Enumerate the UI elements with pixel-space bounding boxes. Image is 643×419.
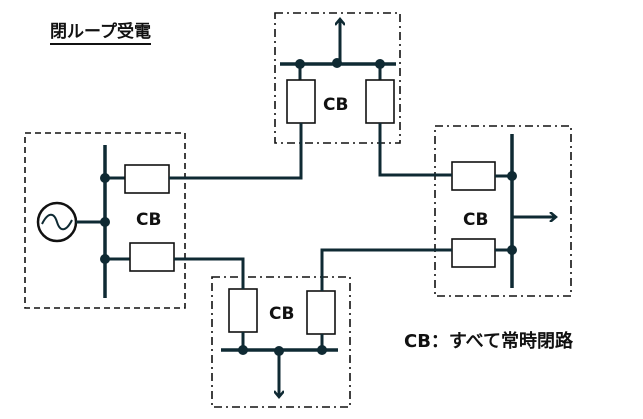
sine-wave-icon [41, 213, 73, 231]
circuit-breaker [451, 238, 496, 268]
circuit-breaker [129, 242, 175, 272]
circuit-breaker [228, 288, 258, 333]
right-unit: CB [434, 125, 572, 297]
source-unit: CB [24, 132, 186, 309]
top-unit-frame [274, 12, 401, 144]
cb-label: CB [269, 304, 294, 324]
top-unit: CB [274, 12, 401, 144]
circuit-breaker [451, 161, 496, 191]
circuit-breaker [365, 79, 395, 124]
wire-source-to-top [169, 123, 303, 180]
wire-top-to-right [378, 123, 452, 177]
source-unit-frame [24, 132, 186, 309]
junction-dot [100, 217, 110, 227]
diagram-title: 閉ループ受電 [50, 22, 151, 45]
wire-source-to-bottom [174, 257, 245, 289]
cb-note: CB：すべて常時閉路 [404, 331, 573, 352]
bottom-unit-frame [211, 276, 351, 408]
circuit-breaker [306, 290, 336, 335]
cb-label: CB [323, 95, 348, 115]
cb-label: CB [463, 210, 488, 230]
circuit-breaker [124, 164, 170, 194]
wire-right-to-bottom [320, 248, 452, 291]
cb-label: CB [136, 210, 161, 230]
circuit-breaker [286, 79, 316, 124]
bottom-unit: CB [211, 276, 351, 408]
right-unit-frame [434, 125, 572, 297]
loop-wiring [169, 123, 452, 291]
